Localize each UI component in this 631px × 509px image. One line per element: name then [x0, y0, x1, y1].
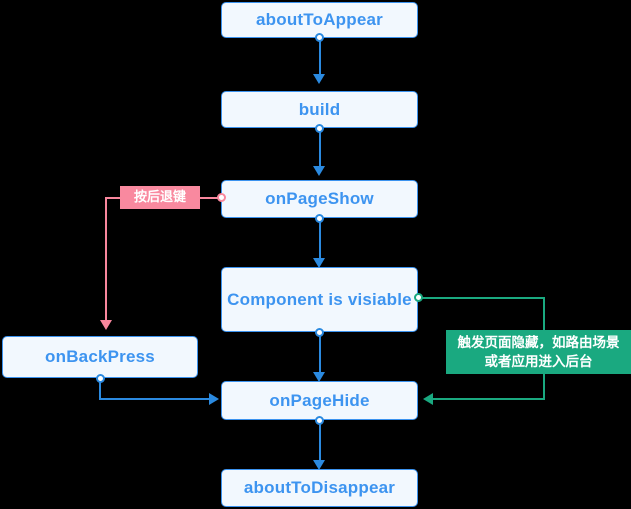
edge-label-back-key: 按后退键 [120, 186, 200, 209]
node-aboutToDisappear[interactable]: aboutToDisappear [221, 469, 418, 507]
edge-aboutToAppear-build-arrow [313, 74, 325, 84]
edge-componentVisible-onPageHide-line [318, 332, 321, 376]
edge-label-page-hidden-line1: 触发页面隐藏，如路由场景 [457, 334, 620, 350]
connector-dot-onBackPress-bottom[interactable] [95, 373, 105, 383]
node-onPageShow[interactable]: onPageShow [221, 180, 418, 218]
edge-componentVisible-onPageHide-arrow [313, 372, 325, 382]
node-onBackPress[interactable]: onBackPress [2, 336, 198, 378]
edge-aboutToAppear-build-line [318, 36, 321, 78]
connector-dot-build-bottom[interactable] [315, 123, 324, 133]
node-build[interactable]: build [221, 91, 418, 128]
connector-dot-onPageHide-bottom[interactable] [315, 415, 324, 425]
edge-componentVisible-onPageHide-green-h1 [420, 297, 545, 299]
edge-label-page-hidden-line2: 或者应用进入后台 [484, 354, 593, 369]
connector-dot-componentVisible-right[interactable] [414, 292, 423, 302]
connector-dot-onPageShow-left[interactable] [216, 193, 226, 202]
edge-onBackPress-onPageHide-arrow [209, 392, 219, 405]
edge-onPageHide-aboutToDisappear-line [318, 420, 321, 464]
node-onPageHide[interactable]: onPageHide [221, 381, 418, 420]
edge-componentVisible-onPageHide-green-h2 [433, 398, 545, 400]
edge-onPageShow-onBackPress-v [105, 197, 107, 324]
edge-onPageShow-componentVisible-arrow [313, 258, 325, 268]
edge-componentVisible-onPageHide-green-arrow [423, 392, 433, 405]
edge-onPageHide-aboutToDisappear-arrow [313, 460, 325, 470]
edge-onBackPress-onPageHide-h [99, 398, 212, 400]
connector-dot-onPageShow-bottom[interactable] [315, 213, 324, 223]
edge-onBackPress-onPageHide-v [99, 378, 101, 400]
edge-build-onPageShow-line [318, 128, 321, 170]
edge-onPageShow-onBackPress-arrow [99, 320, 112, 330]
connector-dot-componentVisible-bottom[interactable] [315, 327, 324, 337]
connector-dot-aboutToAppear-bottom[interactable] [315, 33, 324, 42]
edge-label-page-hidden: 触发页面隐藏，如路由场景 或者应用进入后台 [446, 330, 631, 374]
edge-build-onPageShow-arrow [313, 166, 325, 176]
node-component-is-visiable[interactable]: Component is visiable [221, 267, 418, 332]
node-aboutToAppear[interactable]: aboutToAppear [221, 2, 418, 38]
edge-onPageShow-componentVisible-line [318, 218, 321, 262]
